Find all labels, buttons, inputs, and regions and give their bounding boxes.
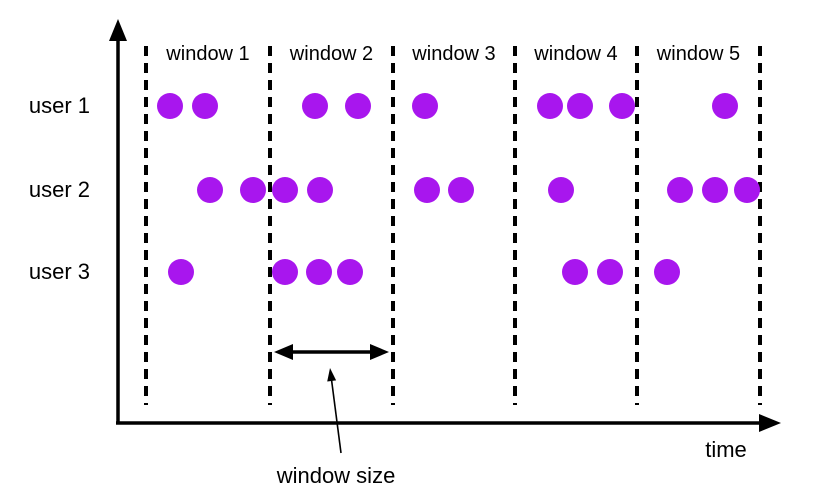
x-axis-label: time bbox=[705, 437, 747, 462]
event-dot bbox=[168, 259, 194, 285]
event-dot bbox=[609, 93, 635, 119]
event-dot bbox=[337, 259, 363, 285]
event-dot bbox=[240, 177, 266, 203]
event-dot bbox=[734, 177, 760, 203]
user-label: user 2 bbox=[28, 177, 90, 202]
window-size-arrow-right-head-icon bbox=[370, 344, 389, 360]
event-dot bbox=[302, 93, 328, 119]
window-size-arrow-left-head-icon bbox=[274, 344, 293, 360]
event-dot bbox=[712, 93, 738, 119]
event-dot bbox=[597, 259, 623, 285]
event-dot bbox=[306, 259, 332, 285]
window-label: window 4 bbox=[534, 43, 618, 65]
y-axis-arrowhead-icon bbox=[109, 19, 127, 41]
user-label: user 3 bbox=[28, 259, 90, 284]
x-axis-arrowhead-icon bbox=[759, 414, 781, 432]
event-dot bbox=[562, 259, 588, 285]
event-dot bbox=[537, 93, 563, 119]
event-dot bbox=[272, 259, 298, 285]
event-dot bbox=[412, 93, 438, 119]
event-dot bbox=[307, 177, 333, 203]
event-dot bbox=[345, 93, 371, 119]
event-dot bbox=[192, 93, 218, 119]
event-dot bbox=[272, 177, 298, 203]
window-size-label: window size bbox=[276, 463, 396, 488]
event-dot bbox=[567, 93, 593, 119]
event-dot bbox=[702, 177, 728, 203]
callout-arrow-line bbox=[329, 373, 342, 454]
event-dot bbox=[157, 93, 183, 119]
window-label: window 3 bbox=[412, 43, 496, 65]
event-dot bbox=[448, 177, 474, 203]
window-label: window 2 bbox=[289, 43, 374, 65]
event-dot bbox=[197, 177, 223, 203]
event-dot bbox=[667, 177, 693, 203]
event-dot bbox=[548, 177, 574, 203]
window-label: window 5 bbox=[656, 43, 741, 65]
event-dot bbox=[414, 177, 440, 203]
window-label: window 1 bbox=[166, 43, 250, 65]
event-dot bbox=[654, 259, 680, 285]
user-label: user 1 bbox=[28, 93, 90, 118]
callout-arrowhead-icon bbox=[327, 368, 337, 382]
